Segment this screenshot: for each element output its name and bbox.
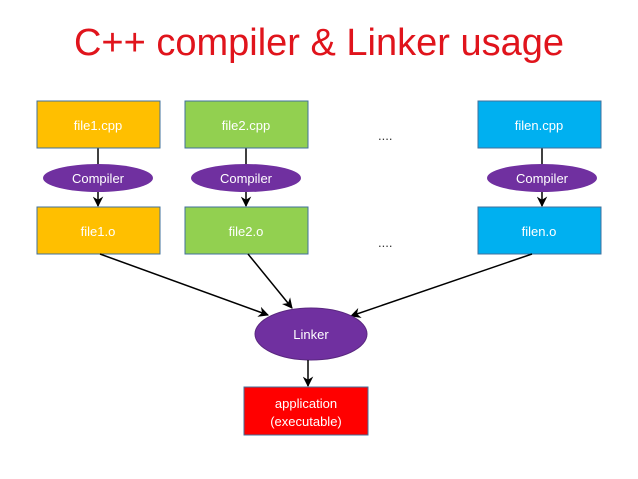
application-label-line2: (executable) [270,414,342,429]
compiler-label-2: Compiler [220,171,273,186]
object-label-file1: file1.o [81,224,116,239]
object-label-filen: filen.o [522,224,557,239]
edge-file1-o-to-linker [99,253,269,317]
linker-node [254,307,368,361]
compiler-label-n: Compiler [516,171,569,186]
source-box-file2 [184,100,309,149]
column-file1: file1.cpp Compiler file1.o [36,100,161,255]
edge-file2-o-to-linker [247,253,293,309]
column-file2: file2.cpp Compiler file2.o [184,100,309,255]
ellipsis-top: .... [378,128,392,143]
object-box-file2 [184,206,309,255]
ellipsis-bottom: .... [378,235,392,250]
application-box [243,386,369,436]
source-label-filen: filen.cpp [515,118,563,133]
source-label-file2: file2.cpp [222,118,270,133]
linker-label: Linker [293,327,329,342]
application-label-line1: application [275,396,337,411]
object-label-file2: file2.o [229,224,264,239]
object-box-file1 [36,206,161,255]
diagram-title: C++ compiler & Linker usage [73,22,565,64]
compiler-node-n [487,164,597,192]
compiler-label-1: Compiler [72,171,125,186]
edge-filen-o-to-linker [350,253,533,318]
column-filen: filen.cpp Compiler filen.o [477,100,602,255]
object-box-filen [477,206,602,255]
compiler-node-1 [43,164,153,192]
source-box-file1 [36,100,161,149]
source-box-filen [477,100,602,149]
source-label-file1: file1.cpp [74,118,122,133]
compiler-node-2 [191,164,301,192]
